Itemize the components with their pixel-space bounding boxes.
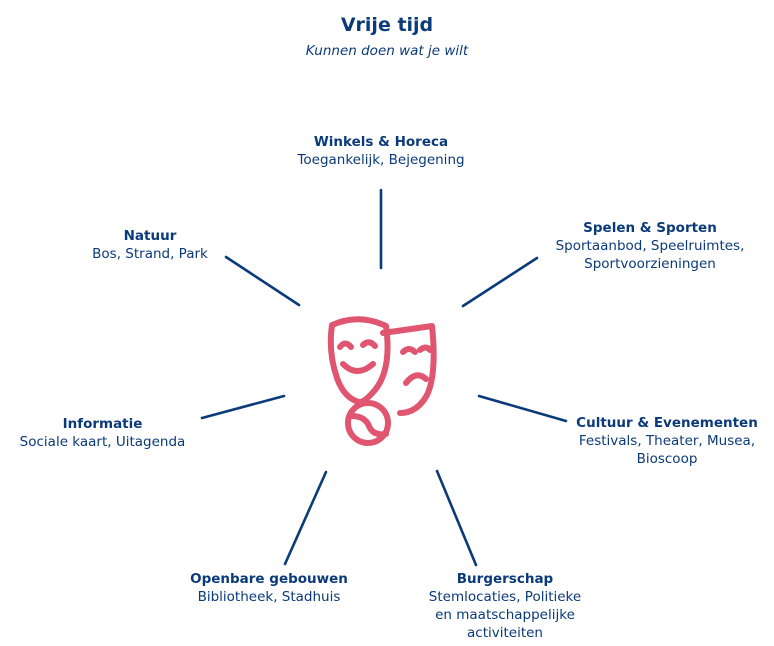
diagram-title: Vrije tijd bbox=[340, 14, 434, 36]
node-winkels-horeca: Winkels & Horeca Toegankelijk, Bejegenin… bbox=[260, 133, 502, 169]
node-body: Sociale kaart, Uitagenda bbox=[19, 434, 186, 450]
node-openbare-gebouwen: Openbare gebouwen Bibliotheek, Stadhuis bbox=[154, 570, 384, 606]
node-spelen-sporten: Spelen & Sporten Sportaanbod, Speelruimt… bbox=[528, 219, 772, 273]
node-body: Stemlocaties, Politieke en maatschappeli… bbox=[428, 589, 582, 641]
node-title: Burgerschap bbox=[456, 571, 554, 587]
node-title: Informatie bbox=[62, 416, 143, 432]
theater-masks-icon bbox=[327, 316, 437, 446]
spoke-cultuur bbox=[477, 394, 568, 423]
node-title: Winkels & Horeca bbox=[313, 134, 449, 150]
diagram-subtitle: Kunnen doen wat je wilt bbox=[305, 43, 469, 59]
node-title: Cultuur & Evenementen bbox=[576, 415, 758, 431]
spoke-spelen bbox=[461, 256, 539, 308]
node-body: Toegankelijk, Bejegening bbox=[297, 152, 465, 168]
node-title: Spelen & Sporten bbox=[583, 220, 717, 236]
node-title: Natuur bbox=[123, 228, 177, 244]
spokes bbox=[200, 188, 568, 567]
node-body: Bibliotheek, Stadhuis bbox=[197, 589, 341, 605]
spoke-burgerschap bbox=[435, 469, 478, 567]
node-cultuur-evenementen: Cultuur & Evenementen Festivals, Theater… bbox=[560, 414, 774, 468]
node-informatie: Informatie Sociale kaart, Uitagenda bbox=[0, 415, 205, 451]
node-body: Sportaanbod, Speelruimtes, Sportvoorzien… bbox=[555, 238, 745, 272]
node-body: Festivals, Theater, Musea, Bioscoop bbox=[578, 433, 756, 467]
node-natuur: Natuur Bos, Strand, Park bbox=[60, 227, 240, 263]
node-body: Bos, Strand, Park bbox=[92, 246, 208, 262]
spoke-natuur bbox=[224, 255, 301, 307]
spoke-informatie bbox=[200, 394, 286, 420]
node-title: Openbare gebouwen bbox=[190, 571, 348, 587]
node-burgerschap: Burgerschap Stemlocaties, Politieke en m… bbox=[395, 570, 615, 642]
spoke-openbare bbox=[283, 470, 328, 566]
